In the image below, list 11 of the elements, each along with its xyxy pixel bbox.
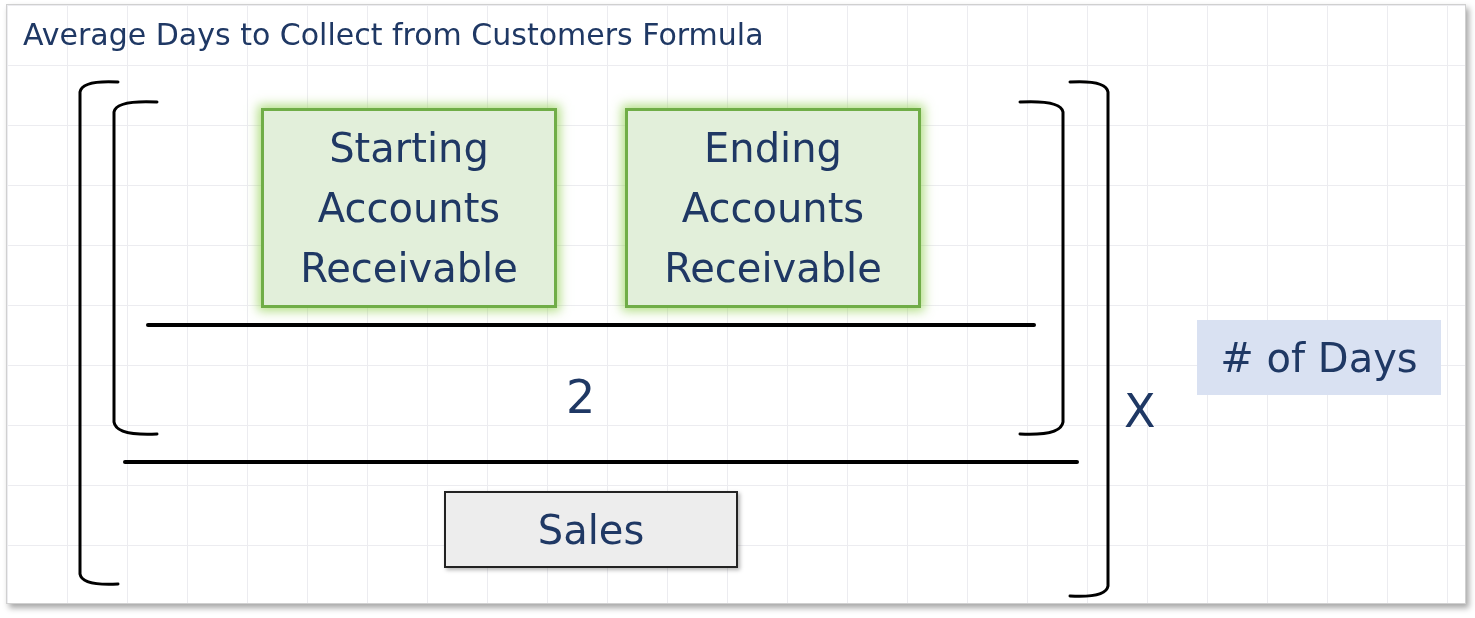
multiply-sign: X: [1124, 386, 1156, 436]
denominator-term-box: [444, 491, 738, 568]
denominator-number: 2: [566, 372, 596, 422]
numerator-term-box: [261, 108, 557, 308]
numerator-term-box: [625, 108, 921, 308]
term-label: Sales: [537, 505, 645, 555]
title: Average Days to Collect from Customers Formula: [23, 17, 764, 52]
term-label: Starting Accounts Receivable: [299, 124, 519, 293]
term-label: Ending Accounts Receivable: [663, 124, 883, 293]
multiplier-term-box: [1197, 320, 1441, 395]
term-label: # of Days: [1220, 333, 1418, 383]
